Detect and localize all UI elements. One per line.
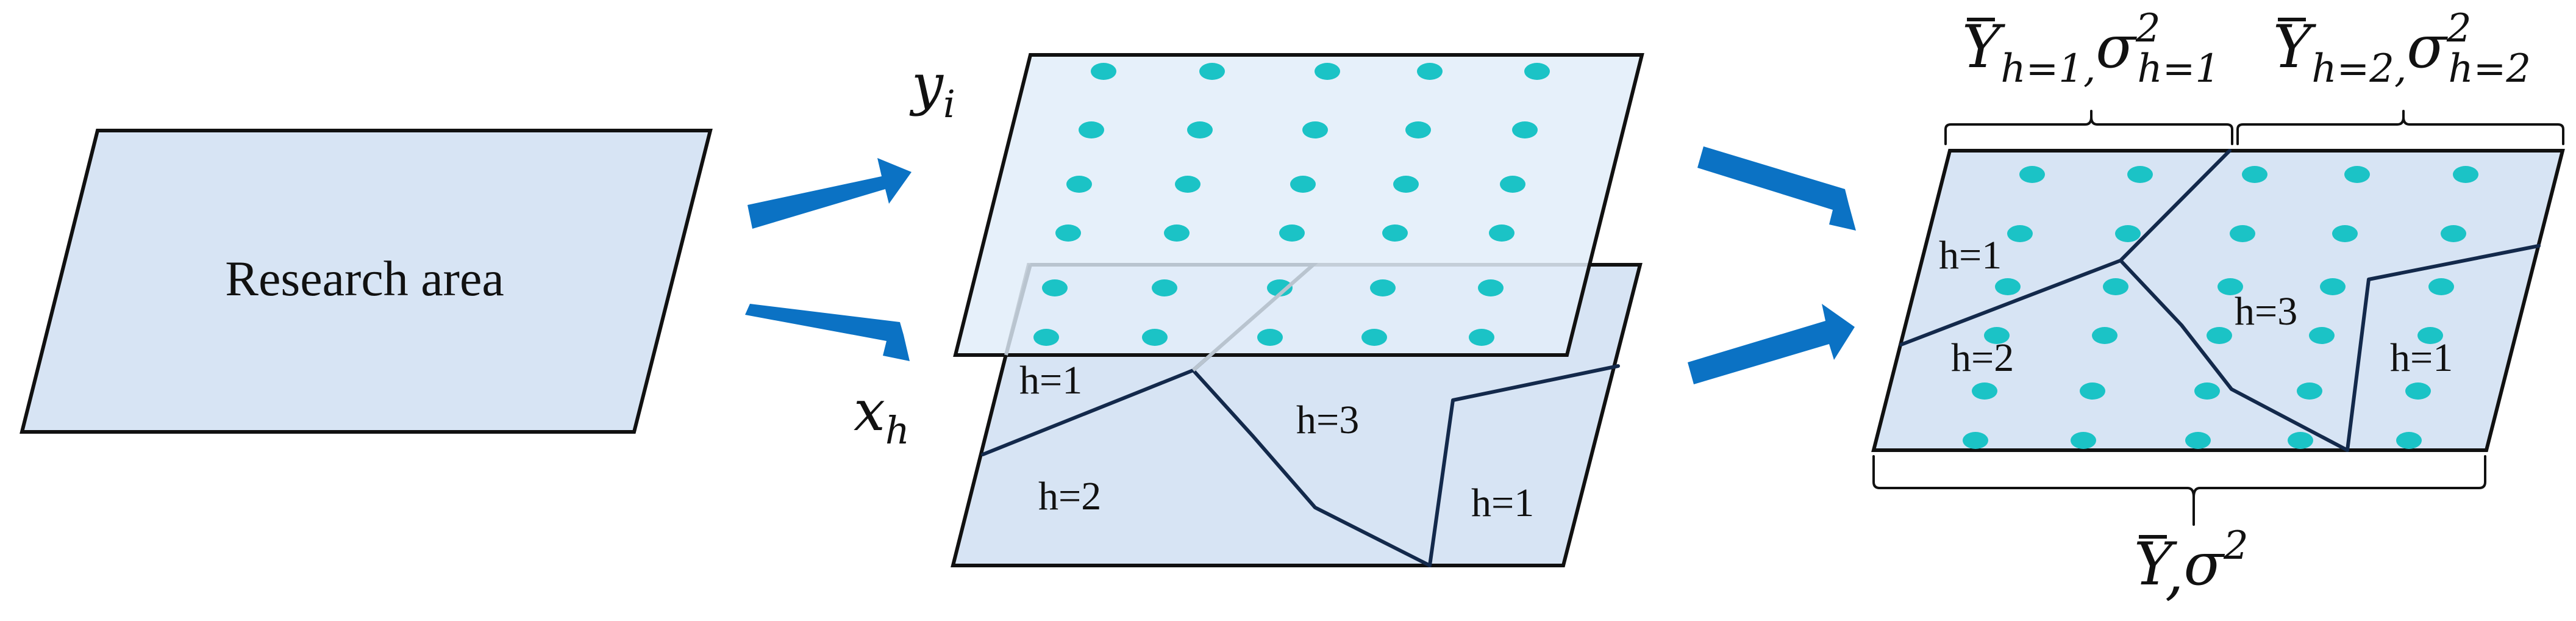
sample-point — [2207, 327, 2232, 344]
sample-point — [1257, 329, 1283, 346]
sample-point — [2019, 166, 2045, 183]
sample-point — [1417, 63, 1443, 80]
stratum-boundary — [2119, 259, 2349, 452]
hidden-layer-edge — [1004, 264, 1032, 356]
sample-point — [2309, 327, 2335, 344]
research-area-shape — [20, 129, 713, 434]
stratum-label: h=3 — [1296, 398, 1359, 442]
strata-layer-label: xh — [854, 378, 910, 453]
sample-point — [1164, 224, 1190, 242]
point-layer-label: yi — [909, 52, 955, 126]
overall-statistics: Y,σ2 — [2134, 523, 2249, 607]
sample-point — [1187, 121, 1213, 138]
sample-point — [1033, 329, 1059, 346]
sample-point — [1315, 63, 1340, 80]
sample-point — [2217, 278, 2243, 295]
sample-point — [2297, 382, 2322, 400]
sample-point — [2417, 327, 2443, 344]
sample-point — [2127, 166, 2153, 183]
combined-area-shape — [1871, 149, 2565, 452]
sample-point — [1175, 176, 1201, 193]
sample-point — [2428, 278, 2454, 295]
sample-point — [2396, 432, 2422, 449]
sample-point — [1361, 329, 1387, 346]
brace-icon — [2236, 110, 2564, 145]
sample-point — [1963, 432, 1988, 449]
sample-point — [2288, 432, 2313, 449]
arrow-right-icon — [1688, 304, 1855, 384]
arrow-right-icon — [747, 158, 912, 229]
stratum-label: h=1 — [1471, 481, 1534, 525]
stratum-label: h=1 — [1939, 233, 2002, 278]
sample-point — [1405, 121, 1431, 138]
sample-point — [1489, 224, 1515, 242]
sample-point — [2230, 225, 2255, 242]
sample-point — [2332, 225, 2358, 242]
sample-point — [2007, 225, 2033, 242]
research-area-label: Research area — [225, 251, 504, 306]
point-layer-shape — [953, 53, 1644, 357]
sample-point — [1524, 63, 1550, 80]
sample-point — [1091, 63, 1116, 80]
sample-point — [1393, 176, 1419, 193]
arrow-right-icon — [1697, 146, 1856, 231]
brace-icon — [1872, 455, 2486, 526]
sample-point — [1142, 329, 1168, 346]
hidden-layer-edge — [1030, 263, 1318, 372]
sample-point — [1066, 176, 1092, 193]
sample-point — [2092, 327, 2118, 344]
brace-icon — [1944, 110, 2233, 145]
sample-point — [1267, 279, 1293, 296]
sample-point — [2242, 166, 2267, 183]
stratum-label: h=2 — [1038, 474, 1101, 519]
sample-point — [1469, 329, 1494, 346]
stratum-boundary — [1428, 364, 1620, 567]
sample-point — [1199, 63, 1225, 80]
sample-point — [1370, 279, 1396, 296]
sample-point — [1302, 121, 1328, 138]
sample-point — [1079, 121, 1104, 138]
sample-point — [1500, 176, 1525, 193]
sample-point — [1512, 121, 1538, 138]
point-layer-points — [1033, 63, 1550, 346]
sample-point — [1290, 176, 1316, 193]
stratum-label: h=1 — [2390, 336, 2453, 380]
sample-point — [2080, 382, 2105, 400]
stratum-boundary — [1191, 368, 1432, 567]
combined-points — [1963, 166, 2478, 449]
sample-point — [1279, 224, 1305, 242]
sample-point — [1972, 382, 1997, 400]
sample-point — [2405, 382, 2431, 400]
sample-point — [2185, 432, 2211, 449]
sample-point — [1382, 224, 1408, 242]
stratum-boundary — [2346, 244, 2541, 452]
sample-point — [1042, 279, 1068, 296]
sample-point — [1984, 327, 2010, 344]
research-area-panel: Research area — [20, 129, 713, 434]
arrow-right-icon — [745, 304, 910, 361]
sample-point — [1478, 279, 1504, 296]
sample-point — [2453, 166, 2478, 183]
layer-panel: h=1 h=3 h=2 h=1 — [854, 52, 1644, 567]
sample-point — [2320, 278, 2346, 295]
stratum-label: h=1 — [1019, 358, 1082, 403]
sample-point — [2344, 166, 2370, 183]
sample-point — [2071, 432, 2096, 449]
sample-point — [2441, 225, 2466, 242]
stratum-label: h=2 — [1951, 336, 2014, 380]
sample-point — [1995, 278, 2021, 295]
sample-point — [2103, 278, 2128, 295]
stratum-label: h=3 — [2235, 289, 2297, 334]
sample-point — [2194, 382, 2220, 400]
sample-point — [1055, 224, 1081, 242]
sample-point — [2115, 225, 2141, 242]
sample-point — [1152, 279, 1177, 296]
